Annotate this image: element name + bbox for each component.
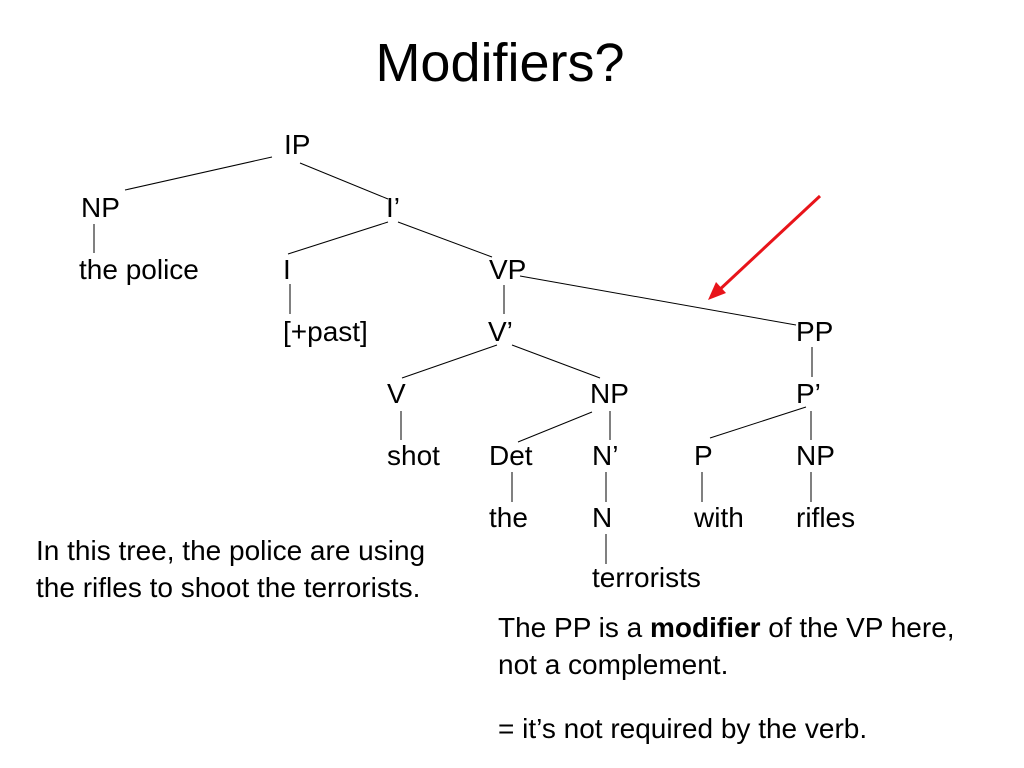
node-pp: PP xyxy=(796,316,834,347)
node-i: I xyxy=(283,254,291,285)
node-vbar: V’ xyxy=(488,316,513,347)
node-det: Det xyxy=(489,440,533,471)
note-left: In this tree, the police are using the r… xyxy=(36,535,426,603)
node-with: with xyxy=(694,502,744,533)
node-np-object: NP xyxy=(590,378,629,409)
note-bottom: = it’s not required by the verb. xyxy=(498,713,868,744)
node-pbar: P’ xyxy=(796,378,821,409)
note-right-before: The PP is a xyxy=(498,612,651,643)
note-right-bold: modifier xyxy=(650,612,761,643)
edge-np-det xyxy=(517,411,593,443)
node-p: P xyxy=(694,440,713,471)
edge-ibar-vp xyxy=(397,221,493,258)
node-ibar: I’ xyxy=(386,192,400,223)
node-past: [+past] xyxy=(283,316,368,347)
node-the-police: the police xyxy=(79,254,199,285)
node-v: V xyxy=(387,378,406,409)
edge-vbar-v xyxy=(401,344,498,379)
edge-ibar-i xyxy=(287,221,389,255)
red-arrow-icon xyxy=(708,194,822,300)
note-right: The PP is a modifier of the VP here, not… xyxy=(498,609,988,683)
node-ip: IP xyxy=(284,129,311,160)
note-right-after: of the VP here, not a complement. xyxy=(498,612,955,680)
node-n: N xyxy=(592,502,613,533)
node-terrorists: terrorists xyxy=(592,562,701,593)
node-shot: shot xyxy=(387,440,440,471)
edge-vp-pp xyxy=(519,275,797,326)
node-rifles: rifles xyxy=(796,502,856,533)
edge-ip-ibar xyxy=(299,162,389,200)
node-vp: VP xyxy=(489,254,527,285)
edge-vbar-np xyxy=(511,344,601,379)
node-np-subject: NP xyxy=(81,192,120,223)
edge-pbar-p xyxy=(709,406,807,439)
node-nbar: N’ xyxy=(592,440,619,471)
slide-title: Modifiers? xyxy=(375,33,625,93)
node-the: the xyxy=(489,502,528,533)
edge-ip-np xyxy=(124,156,273,191)
node-np-rifles: NP xyxy=(796,440,835,471)
